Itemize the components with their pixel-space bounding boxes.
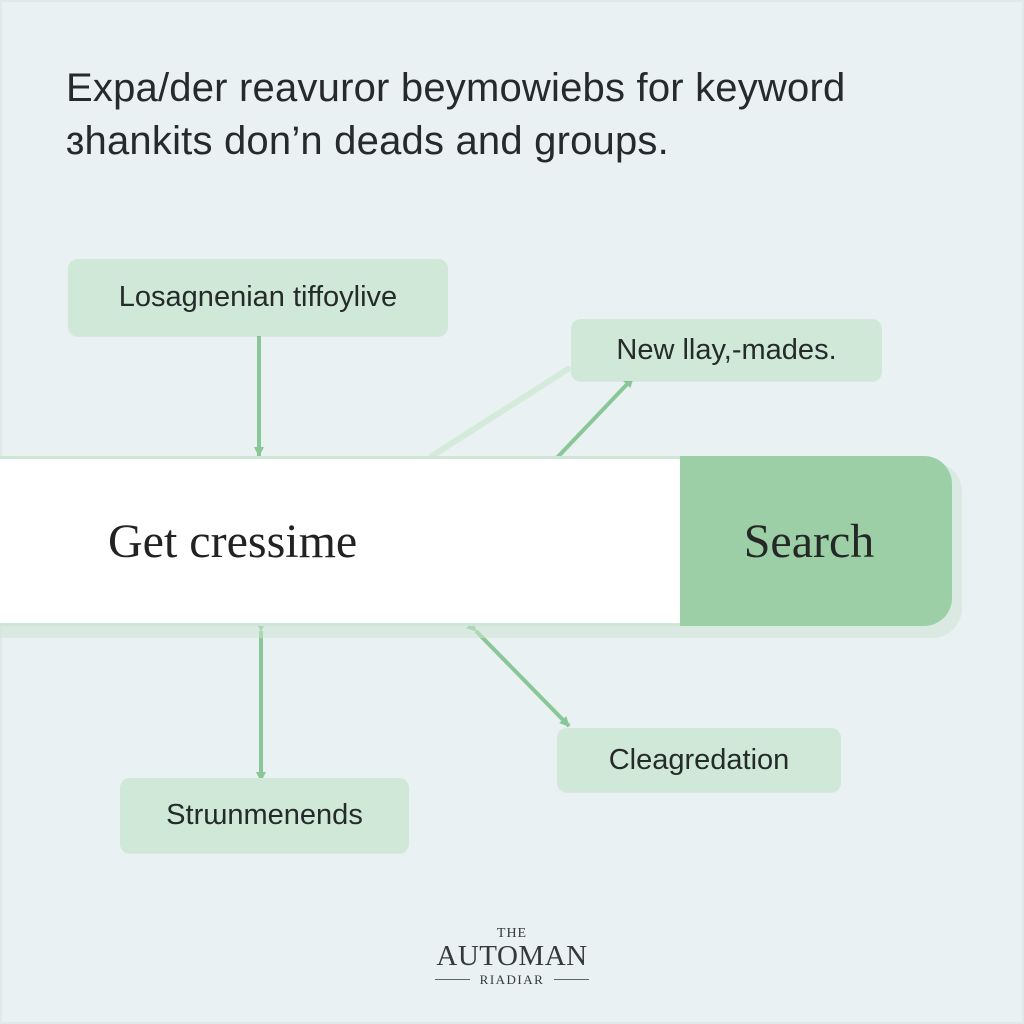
logo-main-text: AUTOMAN [436,940,588,973]
headline-line-2: ɜhankits don’n deads and groups. [66,118,669,163]
node-bottom-left: Strɯnmenends [120,778,409,853]
headline: Expa/der reavuror beymowiebs for keyword… [66,62,976,168]
connector-bottom-right [466,621,571,728]
logo-top-text: THE [496,926,528,941]
logo-bottom-row: RIADIAR [412,972,612,988]
brand-logo: THE AUTOMAN RIADIAR [412,926,612,987]
connector-top-right [542,376,635,473]
connector-faint-diagonal [429,366,571,459]
headline-line-1: Expa/der reavuror beymowiebs for keyword [66,66,846,110]
node-top-right-label: New llay,-mades. [616,333,837,366]
node-bottom-left-label: Strɯnmenends [166,799,363,831]
node-top-left: Losagnenian tiffoylive [68,259,448,336]
node-bottom-right-label: Cleagredation [608,743,790,776]
search-input[interactable]: Get cressime [0,456,690,626]
search-bar: Get cressime Search [0,456,962,638]
node-top-left-label: Losagnenian tiffoylive [118,281,398,313]
node-bottom-right: Cleagredation [557,728,841,792]
logo-bottom-text: RIADIAR [479,971,545,987]
logo-right-rule [554,979,590,981]
node-top-right: New llay,-mades. [571,319,882,381]
logo-left-rule [434,979,470,981]
search-button[interactable]: Search [680,456,952,626]
